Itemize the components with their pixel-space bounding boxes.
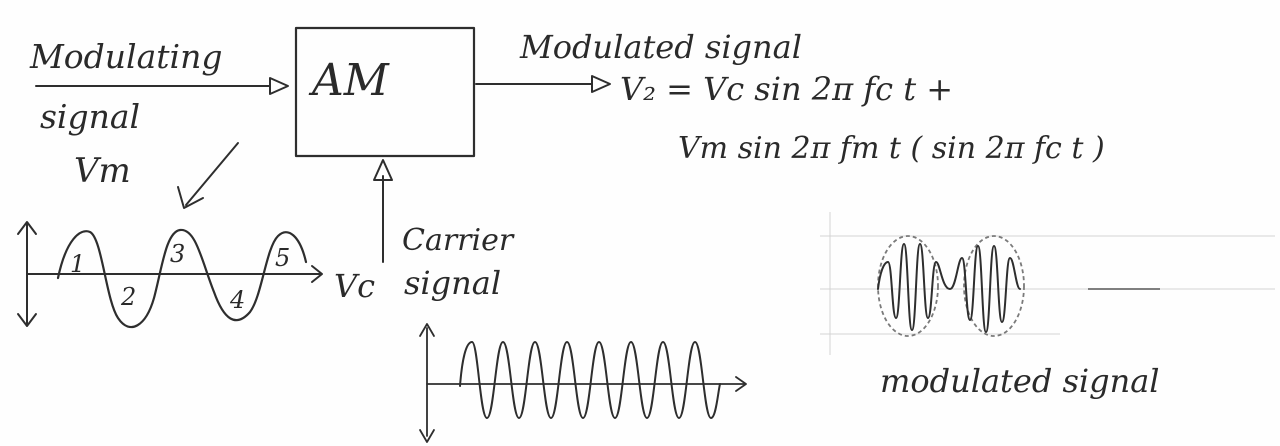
- arrowhead-icon: [591, 75, 611, 93]
- modulating-input-arrow: [35, 77, 289, 95]
- pointer-arrowhead-icon: [177, 186, 204, 209]
- carrier-wave-plot: [419, 323, 747, 443]
- am-block-label: AM: [308, 55, 390, 106]
- modulated-plot-guides: [820, 212, 1275, 355]
- down-arrow-icon: [17, 313, 37, 327]
- arrowhead-icon: [269, 77, 289, 95]
- up-arrow-icon: [419, 323, 435, 337]
- output-equation-line1: V₂ = Vc sin 2π fc t +: [620, 70, 953, 108]
- right-arrow-icon: [311, 265, 323, 283]
- modulating-wave-symbol: Vc: [334, 267, 375, 305]
- modulating-sine-curve: [56, 228, 308, 329]
- modulating-label-line1: Modulating: [29, 37, 222, 76]
- right-arrow-icon: [735, 376, 747, 392]
- lobe-number: 2: [120, 283, 136, 311]
- lobe-number: 3: [170, 240, 185, 268]
- output-arrow: [475, 75, 611, 93]
- envelope-right: [963, 235, 1025, 337]
- modulating-symbol: Vm: [74, 151, 131, 191]
- lobe-number: 5: [275, 244, 290, 272]
- up-arrow-icon: [17, 221, 37, 235]
- output-equation-line2: Vm sin 2π fm t ( sin 2π fc t ): [678, 131, 1105, 166]
- modulated-caption: modulated signal: [880, 362, 1160, 400]
- carrier-input-arrow: [373, 159, 393, 263]
- output-label: Modulated signal: [519, 28, 802, 66]
- arrowhead-icon: [373, 159, 393, 181]
- carrier-label-line2: signal: [404, 264, 501, 302]
- modulating-label-line2: signal: [40, 97, 140, 136]
- lobe-number: 1: [70, 250, 85, 278]
- modulating-wave-plot: [17, 221, 323, 329]
- down-arrow-icon: [419, 429, 435, 443]
- lobe-number: 4: [229, 286, 245, 314]
- modulating-pointer-arrow: [177, 142, 239, 209]
- modulated-wave-curve: [877, 243, 1021, 333]
- carrier-sine-curve: [459, 341, 721, 419]
- am-block: [294, 26, 476, 158]
- carrier-label-line1: Carrier: [402, 223, 515, 258]
- modulated-signal-plot: [877, 235, 1160, 337]
